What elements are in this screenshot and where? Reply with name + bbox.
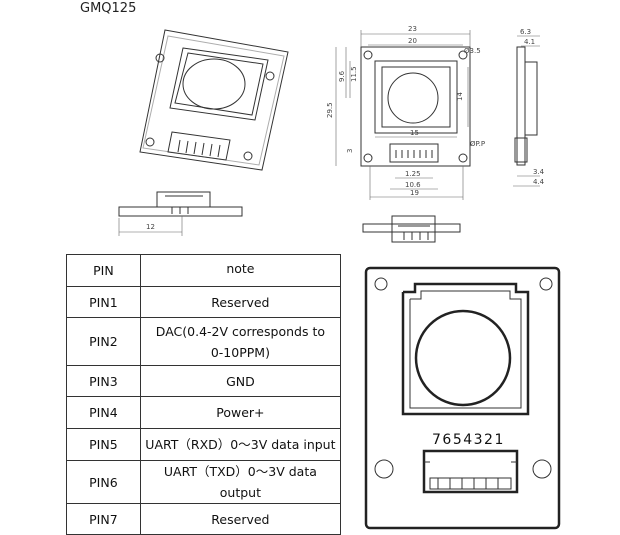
dim-4-1: 4.1 — [524, 38, 535, 46]
table-row: PIN6 UART（TXD）0～3V data output — [66, 460, 342, 504]
pin-label: PIN1 — [66, 286, 141, 318]
pin-label: PIN7 — [66, 503, 141, 535]
enlarged-board-view: 7654321 — [364, 266, 561, 530]
header-pin: PIN — [66, 254, 141, 287]
dim-20: 20 — [408, 37, 417, 45]
pin-note: UART（TXD）0～3V data output — [139, 460, 342, 504]
pin-note: GND — [139, 365, 342, 397]
dim-4-4: 4.4 — [533, 178, 545, 186]
table-row: PIN2 DAC(0.4-2V corresponds to 0-10PPM) — [66, 317, 342, 366]
dim-14: 14 — [456, 92, 464, 101]
pin-note: Reserved — [139, 286, 342, 318]
pin-label: PIN5 — [66, 428, 141, 461]
pin-note-line2: 0-10PPM) — [210, 344, 270, 360]
dim-29-5: 29.5 — [326, 102, 334, 118]
right-side-view: 6.3 4.1 3.4 4.4 — [513, 28, 545, 187]
pin-note: Power+ — [139, 396, 342, 429]
dim-3: 3 — [346, 149, 354, 153]
dim-1-25: 1.25 — [405, 170, 421, 178]
dim-hole-bottom: ØP.P — [470, 140, 485, 148]
header-note: note — [139, 254, 342, 287]
dim-3-4: 3.4 — [533, 168, 545, 176]
dim-6-3: 6.3 — [520, 28, 531, 36]
dim-hole: Ø3.5 — [464, 47, 481, 55]
pin-table: PIN note PIN1 Reserved PIN2 DAC(0.4-2V c… — [66, 254, 342, 535]
table-header-row: PIN note — [66, 254, 342, 287]
dim-15: 15 — [410, 129, 419, 137]
pin-label: PIN3 — [66, 365, 141, 397]
dim-12: 12 — [146, 223, 155, 231]
perspective-view — [139, 29, 289, 171]
dim-11-5: 11.5 — [350, 66, 358, 82]
top-view: 23 20 Ø3.5 29.5 9.6 11.5 14 15 ØP.P 3 1.… — [326, 25, 485, 200]
dim-23: 23 — [408, 25, 417, 33]
pin-note: UART（RXD）0～3V data input — [139, 428, 342, 461]
front-side-view: 12 — [118, 191, 243, 236]
table-row: PIN7 Reserved — [66, 503, 342, 535]
table-row: PIN3 GND — [66, 365, 342, 397]
pin-label: PIN4 — [66, 396, 141, 429]
pin-label: PIN6 — [66, 460, 141, 504]
table-row: PIN1 Reserved — [66, 286, 342, 318]
dim-19: 19 — [410, 189, 419, 197]
table-row: PIN4 Power+ — [66, 396, 342, 429]
dim-10-6: 10.6 — [405, 181, 421, 189]
pin-label: PIN2 — [66, 317, 141, 366]
pin-note: Reserved — [139, 503, 342, 535]
dim-9-6: 9.6 — [338, 70, 346, 82]
product-title: GMQ125 — [80, 1, 137, 16]
connector-pin-numbers: 7654321 — [432, 432, 505, 448]
bottom-side-view — [362, 215, 461, 243]
pin-note: DAC(0.4-2V corresponds to 0-10PPM) — [139, 317, 342, 366]
pin-note-line1: DAC(0.4-2V corresponds to — [155, 323, 325, 339]
table-row: PIN5 UART（RXD）0～3V data input — [66, 428, 342, 461]
